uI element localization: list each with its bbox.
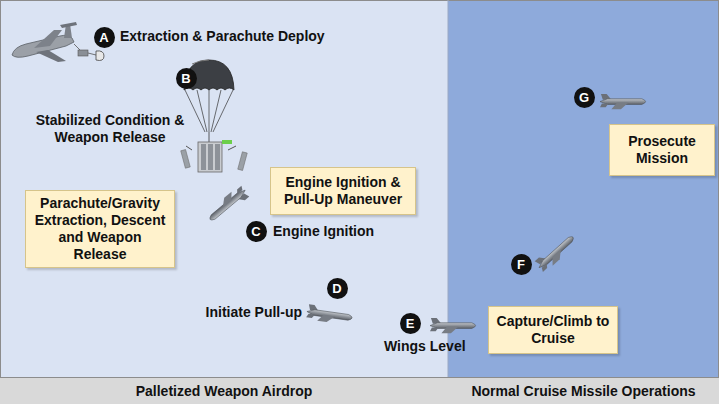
callout-circle: F xyxy=(511,254,532,275)
callout-circle: G xyxy=(574,87,595,108)
callout-circle: C xyxy=(246,221,267,242)
callout-circle: B xyxy=(176,68,197,89)
phase-box: Prosecute Mission xyxy=(609,124,715,176)
step-label: Stabilized Condition & Weapon Release xyxy=(28,112,192,146)
step-label: Wings Level xyxy=(384,338,466,355)
callout-number: B xyxy=(181,72,190,85)
section-title: Palletized Weapon Airdrop xyxy=(136,383,313,400)
step-label: Engine Ignition xyxy=(273,223,374,240)
phase-text: Engine Ignition & Pull-Up Maneuver xyxy=(277,174,409,208)
step-label: Extraction & Parachute Deploy xyxy=(120,28,325,45)
phase-text: Parachute/Gravity Extraction, Descent an… xyxy=(32,195,168,263)
callout-number: E xyxy=(406,317,415,330)
missile-f xyxy=(534,231,578,273)
cargo-aircraft xyxy=(12,22,104,62)
step-label-holder: Wings Level xyxy=(384,338,466,355)
callout-number: D xyxy=(332,282,341,295)
missile-e xyxy=(430,318,476,333)
missile-g xyxy=(600,94,646,109)
section-bar: Normal Cruise Missile Operations xyxy=(448,377,719,404)
callout-number: A xyxy=(99,31,108,44)
phase-text: Capture/Climb to Cruise xyxy=(495,313,611,347)
callout-number: G xyxy=(579,91,589,104)
step-label: Initiate Pull-up xyxy=(196,304,302,321)
section-title: Normal Cruise Missile Operations xyxy=(471,383,695,400)
callout-number: F xyxy=(517,258,525,271)
callout-circle: D xyxy=(327,278,348,299)
step-label-holder: Initiate Pull-up xyxy=(196,304,302,321)
missile-d xyxy=(306,304,353,325)
phase-box: Capture/Climb to Cruise xyxy=(488,306,618,354)
callout-number: C xyxy=(251,225,260,238)
callout-circle: A xyxy=(94,27,115,48)
step-label-holder: Extraction & Parachute Deploy xyxy=(120,28,325,45)
section-bar: Palletized Weapon Airdrop xyxy=(0,377,448,404)
phase-text: Prosecute Mission xyxy=(616,133,708,167)
phase-box: Parachute/Gravity Extraction, Descent an… xyxy=(25,190,175,268)
phase-box: Engine Ignition & Pull-Up Maneuver xyxy=(270,167,416,215)
callout-circle: E xyxy=(400,313,421,334)
step-label-holder: Engine Ignition xyxy=(273,223,374,240)
step-label-holder: Stabilized Condition & Weapon Release xyxy=(28,112,192,146)
missile-c xyxy=(205,184,250,225)
